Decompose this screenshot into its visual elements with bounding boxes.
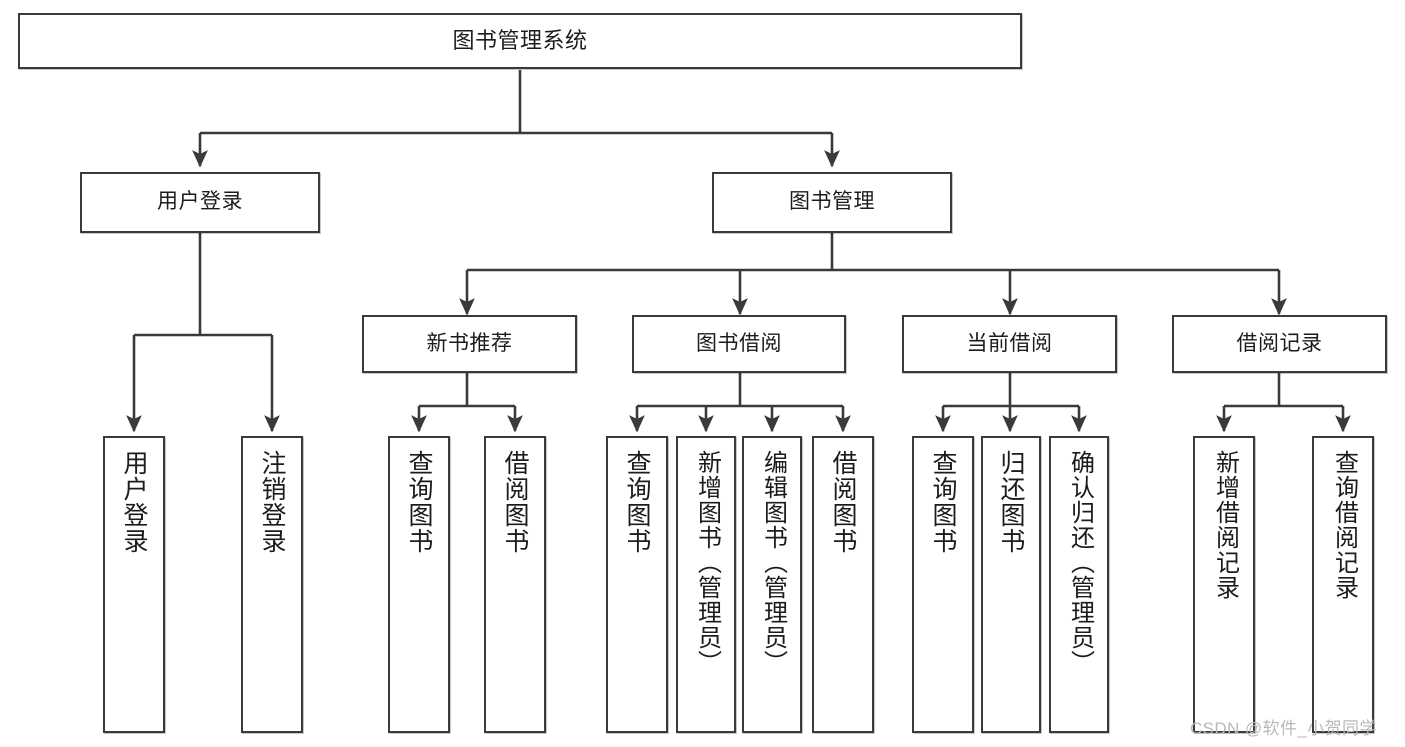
node-book-manage-label: 图书管理 xyxy=(789,190,875,214)
node-leaf-borrow-book-1-label: 借阅图书 xyxy=(501,450,529,554)
node-leaf-borrow-book-2-label: 借阅图书 xyxy=(829,450,857,554)
node-book-manage[interactable]: 图书管理 xyxy=(712,172,952,233)
node-leaf-user-logout[interactable]: 注销登录 xyxy=(241,436,303,733)
node-new-book-recommend[interactable]: 新书推荐 xyxy=(362,315,577,373)
node-leaf-user-login-label: 用户登录 xyxy=(120,450,148,554)
node-leaf-confirm-return-label: 确认归还（管理员） xyxy=(1066,450,1094,675)
node-leaf-add-record-label: 新增借阅记录 xyxy=(1211,450,1239,600)
node-leaf-query-book-2[interactable]: 查询图书 xyxy=(606,436,668,733)
node-leaf-return-book[interactable]: 归还图书 xyxy=(981,436,1041,733)
node-current-borrow[interactable]: 当前借阅 xyxy=(902,315,1117,373)
node-book-borrow-label: 图书借阅 xyxy=(696,331,782,355)
node-user-login-label: 用户登录 xyxy=(157,190,243,214)
node-leaf-borrow-book-2[interactable]: 借阅图书 xyxy=(812,436,874,733)
node-root[interactable]: 图书管理系统 xyxy=(18,13,1022,69)
node-leaf-query-book-1[interactable]: 查询图书 xyxy=(388,436,450,733)
node-leaf-edit-book[interactable]: 编辑图书（管理员） xyxy=(742,436,802,733)
node-current-borrow-label: 当前借阅 xyxy=(966,331,1053,355)
node-leaf-query-record[interactable]: 查询借阅记录 xyxy=(1312,436,1374,733)
node-borrow-record[interactable]: 借阅记录 xyxy=(1172,315,1387,373)
node-leaf-borrow-book-1[interactable]: 借阅图书 xyxy=(484,436,546,733)
node-leaf-user-login[interactable]: 用户登录 xyxy=(103,436,165,733)
node-borrow-record-label: 借阅记录 xyxy=(1236,331,1323,355)
node-leaf-add-book[interactable]: 新增图书（管理员） xyxy=(676,436,736,733)
node-book-borrow[interactable]: 图书借阅 xyxy=(632,315,846,373)
node-user-login[interactable]: 用户登录 xyxy=(80,172,320,233)
node-leaf-query-book-1-label: 查询图书 xyxy=(405,450,433,554)
node-leaf-query-book-2-label: 查询图书 xyxy=(623,450,651,554)
node-leaf-confirm-return[interactable]: 确认归还（管理员） xyxy=(1049,436,1109,733)
node-leaf-query-record-label: 查询借阅记录 xyxy=(1330,450,1358,600)
node-leaf-add-book-label: 新增图书（管理员） xyxy=(693,450,721,675)
node-leaf-user-logout-label: 注销登录 xyxy=(258,450,286,554)
node-root-label: 图书管理系统 xyxy=(452,28,588,54)
csdn-watermark: CSDN @软件_小贺同学 xyxy=(1190,719,1377,738)
node-leaf-query-book-3[interactable]: 查询图书 xyxy=(912,436,974,733)
node-leaf-query-book-3-label: 查询图书 xyxy=(929,450,957,554)
node-new-book-recommend-label: 新书推荐 xyxy=(426,331,513,355)
node-leaf-return-book-label: 归还图书 xyxy=(997,450,1025,554)
node-leaf-add-record[interactable]: 新增借阅记录 xyxy=(1193,436,1255,733)
node-leaf-edit-book-label: 编辑图书（管理员） xyxy=(759,450,787,675)
